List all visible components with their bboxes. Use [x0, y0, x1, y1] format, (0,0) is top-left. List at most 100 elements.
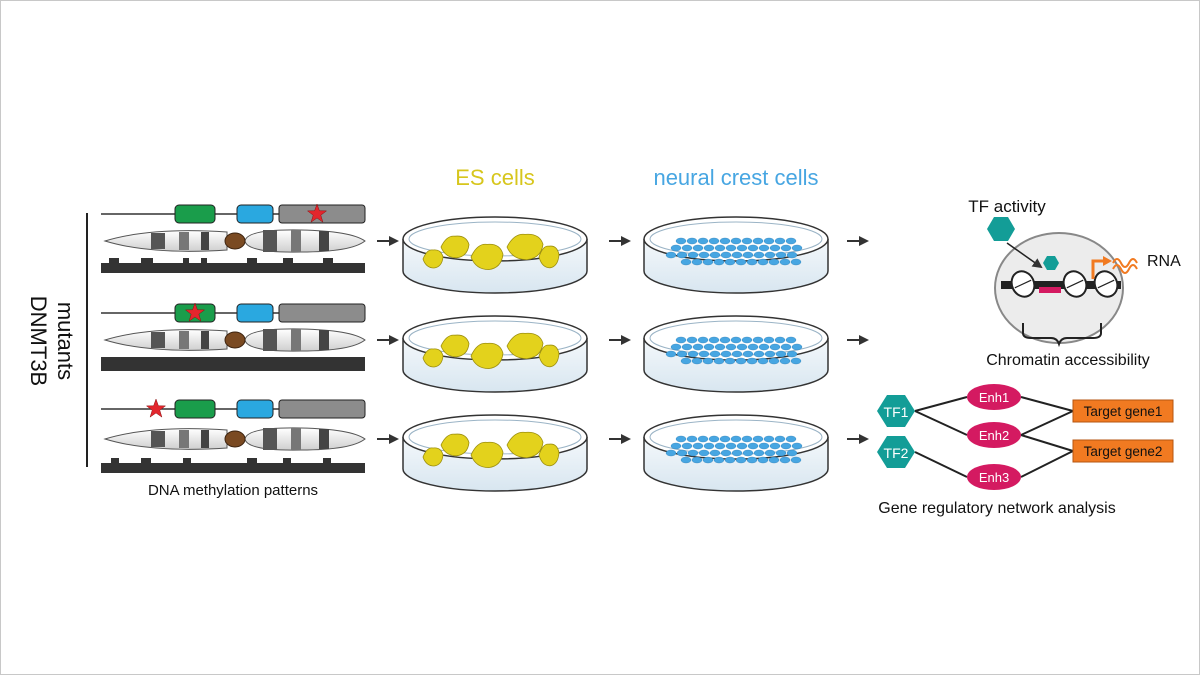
rna-wave — [1112, 264, 1138, 274]
neural-crest-cell — [675, 237, 687, 245]
enhancer-node — [967, 384, 1021, 410]
neural-crest-cell — [691, 456, 703, 464]
side-label-gene: DNMT3B — [26, 296, 51, 386]
neural-crest-cell — [713, 357, 725, 365]
pwwp-domain — [174, 399, 216, 419]
enhancer-node — [967, 464, 1021, 490]
neural-crest-cell — [724, 456, 736, 464]
neural-crest-cell — [709, 350, 721, 358]
neural-crest-cell — [730, 435, 742, 443]
neural-crest-cell — [735, 456, 747, 464]
es-cell-colony — [470, 342, 504, 370]
neural-crest-cell — [742, 251, 754, 259]
neural-crest-cell — [697, 237, 709, 245]
enhancer-node-label: Enh2 — [979, 428, 1009, 443]
es-cell-colony — [422, 348, 444, 368]
neural-crest-cell — [757, 456, 769, 464]
row-arrows — [377, 236, 869, 444]
grn-caption: Gene regulatory network analysis — [878, 500, 1115, 517]
neural-crest-cell — [775, 449, 787, 457]
es-cell-colony — [470, 441, 504, 469]
neural-crest-cell — [735, 258, 747, 266]
neural-crest-cell — [692, 343, 704, 351]
neural-crest-cell — [725, 343, 737, 351]
neural-crest-cell — [719, 237, 731, 245]
neural-crest-cell — [731, 251, 743, 259]
neural-crest-cell — [686, 435, 698, 443]
neural-crest-cell — [769, 343, 781, 351]
petri-dish — [643, 414, 829, 492]
chromosome-row-2 — [101, 328, 366, 371]
target-gene-node — [1072, 439, 1174, 463]
neural-crest-cell — [720, 449, 732, 457]
neural-crest-cell — [687, 449, 699, 457]
neural-crest-cell — [670, 244, 682, 252]
red-star-icon — [306, 203, 328, 223]
neural-crest-cell — [785, 237, 797, 245]
neural-crest-cell — [714, 244, 726, 252]
centromere — [224, 331, 246, 349]
neural-crest-cell — [680, 357, 692, 365]
neural-crest-cell — [736, 343, 748, 351]
neural-crest-cell — [709, 251, 721, 259]
es-cells-title: ES cells — [455, 165, 534, 190]
neural-crest-cell — [752, 435, 764, 443]
neural-crest-cell — [703, 442, 715, 450]
neural-crest-cell — [720, 350, 732, 358]
neural-crest-cell — [702, 357, 714, 365]
centromere — [224, 232, 246, 250]
es-cell-colony — [506, 332, 544, 360]
neural-crest-cell — [763, 237, 775, 245]
neural-crest-cell — [741, 435, 753, 443]
neural-crest-cell — [746, 456, 758, 464]
neural-crest-cell — [692, 244, 704, 252]
pwwp-domain — [174, 204, 216, 224]
es-cell-colony — [422, 249, 444, 269]
neural-crest-cell — [742, 449, 754, 457]
add-domain — [236, 303, 274, 323]
neural-crest-cell — [763, 435, 775, 443]
neural-crest-cell — [687, 350, 699, 358]
neural-crest-cell — [790, 258, 802, 266]
enhancer-node-label: Enh1 — [979, 390, 1009, 405]
neural-crest-cell — [691, 357, 703, 365]
neural-crest-cell — [786, 350, 798, 358]
neural-crest-cell — [780, 343, 792, 351]
neural-crest-cell — [703, 244, 715, 252]
neural-crest-cell — [686, 336, 698, 344]
network-edges — [914, 396, 1074, 478]
neural-crest-cell — [758, 244, 770, 252]
neural-crest-cell — [774, 336, 786, 344]
chromatin-panel: TF activity RNA Chromatin accessibility — [968, 197, 1181, 369]
add-domain — [236, 399, 274, 419]
neural-crest-cell — [698, 449, 710, 457]
neural-crest-cell — [697, 435, 709, 443]
gene-regulatory-network: TF1 TF2 Enh1 Enh2 Enh3 Target gene1 Targ… — [877, 384, 1174, 517]
bound-tf-hexagon — [1043, 256, 1059, 270]
neural-crest-cell — [764, 449, 776, 457]
neural-crest-cell — [719, 435, 731, 443]
neural-crest-cell — [741, 336, 753, 344]
es-cell-dishes — [402, 216, 588, 492]
neural-crest-cell — [702, 258, 714, 266]
petri-dish — [402, 414, 588, 492]
neural-crest-cell — [747, 442, 759, 450]
neural-crest-cell — [774, 237, 786, 245]
neural-crest-cell — [757, 258, 769, 266]
neural-crest-cell — [775, 350, 787, 358]
neural-crest-cell — [681, 244, 693, 252]
es-cell-colony — [470, 243, 504, 271]
neural-crest-cell — [746, 258, 758, 266]
neural-crest-cell — [676, 251, 688, 259]
catalytic-domain — [278, 399, 366, 419]
neural-crest-cell — [676, 350, 688, 358]
neural-crest-cell — [768, 258, 780, 266]
dna-strand — [1001, 281, 1121, 289]
es-cell-colony — [506, 233, 544, 261]
neural-crest-cell — [790, 456, 802, 464]
neural-crest-cell — [709, 449, 721, 457]
neural-crest-cell — [697, 336, 709, 344]
es-cell-colony — [440, 334, 470, 358]
es-cell-colony — [506, 431, 544, 459]
neural-crest-cell — [774, 435, 786, 443]
